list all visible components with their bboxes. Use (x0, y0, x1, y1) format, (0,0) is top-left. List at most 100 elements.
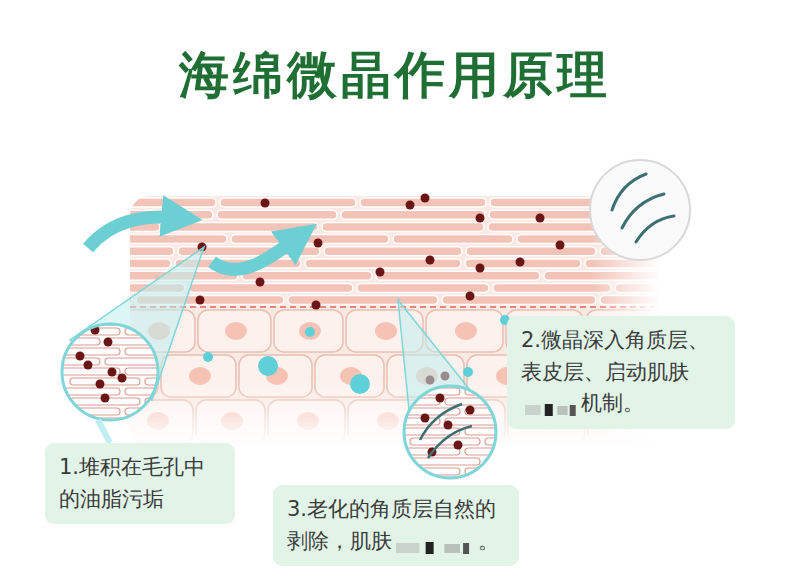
corneum-strip (322, 222, 484, 231)
flow-arrow (212, 236, 300, 269)
zoom-strip (30, 338, 100, 345)
callout-text: 1.堆积在毛孔中的油脂污垢 (59, 455, 205, 511)
zoom-strip (390, 448, 460, 455)
zoom-strip (445, 378, 515, 385)
callout-text: 2.微晶深入角质层、表皮层、启动肌肤 (521, 328, 709, 384)
corneum-strip (393, 235, 513, 244)
zoom-strip (465, 428, 535, 435)
dirt-dot (101, 394, 110, 403)
zoom-strip (145, 418, 215, 425)
blurred-mark (396, 534, 474, 550)
zoom-strip (370, 398, 440, 405)
zoom-strip (485, 458, 555, 465)
cell (274, 310, 343, 352)
dirt-dot (104, 338, 113, 347)
dirt-dot (314, 239, 323, 248)
zoom-strip (125, 388, 195, 395)
nucleus (455, 322, 477, 340)
corneum-strip (231, 235, 389, 244)
corneum-strip (189, 283, 353, 292)
dirt-dot (426, 256, 435, 265)
zoom-strip (445, 418, 515, 425)
callout-box: 2.微晶深入角质层、表皮层、启动肌肤机制。 (507, 316, 735, 429)
dirt-dot (376, 268, 385, 277)
corneum-strip (130, 235, 227, 244)
dirt-dot (466, 292, 475, 301)
dirt-dot (256, 278, 265, 287)
dirt-dot (444, 421, 453, 430)
zoom-strip (70, 378, 140, 385)
zoom-strip (485, 478, 555, 485)
cell (426, 310, 503, 352)
corneum-strip (288, 296, 438, 305)
callout-tail (98, 420, 110, 443)
callout-text-wrap: 2.微晶深入角质层、表皮层、启动肌肤机制。 (521, 325, 721, 420)
nucleus (299, 322, 321, 340)
crystal-dot (258, 356, 278, 376)
corneum-strip (466, 247, 596, 256)
dirt-dot (466, 406, 475, 415)
corneum-strip (324, 247, 462, 256)
callout-box: 1.堆积在毛孔中的油脂污垢 (45, 443, 235, 524)
dirt-dot (96, 380, 105, 389)
zoom-strip (410, 458, 480, 465)
boundary-line (130, 306, 660, 308)
zoom-strip (30, 318, 100, 325)
callout-text: 机制。 (581, 391, 644, 415)
dirt-dot (436, 394, 445, 403)
corneum-strip (341, 210, 485, 219)
dirt-dot (406, 201, 415, 210)
hair-strokes (420, 404, 472, 458)
stratum-corneum (130, 198, 660, 305)
dirt-dot (76, 352, 85, 361)
dirt-dot (421, 414, 430, 423)
zoom-circle (62, 324, 158, 420)
nucleus (375, 322, 397, 340)
callout-text: 。 (478, 529, 499, 553)
callout-text-wrap: 1.堆积在毛孔中的油脂污垢 (59, 452, 221, 515)
corneum-strip (220, 198, 356, 207)
crystal-dot (203, 352, 213, 362)
zoom-circle (404, 386, 496, 478)
corneum-strip (164, 222, 318, 231)
corneum-strip (130, 198, 216, 207)
blurred-mark (525, 396, 577, 412)
flow-arrow (88, 217, 182, 248)
corneum-strip (376, 271, 540, 280)
dirt-dot (196, 296, 205, 305)
dirt-dot (556, 241, 565, 250)
zoom-strip (465, 448, 535, 455)
corneum-strip (130, 259, 171, 268)
dirt-dot (108, 368, 117, 377)
zoom-strip (50, 348, 120, 355)
dirt-dot (476, 214, 485, 223)
dirt-dot (312, 301, 321, 310)
nucleus (225, 322, 247, 340)
dirt-dot (118, 374, 127, 383)
zoom-strip (125, 348, 195, 355)
dirt-dot (536, 214, 545, 223)
dirt-dot (516, 258, 525, 267)
corneum-strip (217, 210, 337, 219)
corneum-strip (305, 259, 461, 268)
corneum-strip (130, 247, 174, 256)
zoom-strip (105, 338, 175, 345)
crystal-dot (305, 327, 315, 337)
zoom-strip (145, 398, 215, 405)
title: 海绵微晶作用原理 (0, 42, 790, 109)
zoom-strip (125, 368, 195, 375)
dirt-dot (454, 441, 463, 450)
zoom-strip (370, 378, 440, 385)
cell (198, 310, 271, 352)
skin-section (130, 196, 660, 446)
corneum-strip (442, 296, 596, 305)
hair-strokes (612, 174, 674, 242)
zoom-strip (50, 388, 120, 395)
callout-box: 3.老化的角质层自然的剥除，肌肤。 (273, 485, 519, 566)
crystal-dot (350, 374, 370, 394)
zoom-strip (105, 358, 175, 365)
zoom-circle (590, 160, 690, 260)
dirt-dot (421, 194, 430, 203)
dirt-dot (261, 199, 270, 208)
callout-text-wrap: 3.老化的角质层自然的剥除，肌肤。 (287, 494, 505, 557)
